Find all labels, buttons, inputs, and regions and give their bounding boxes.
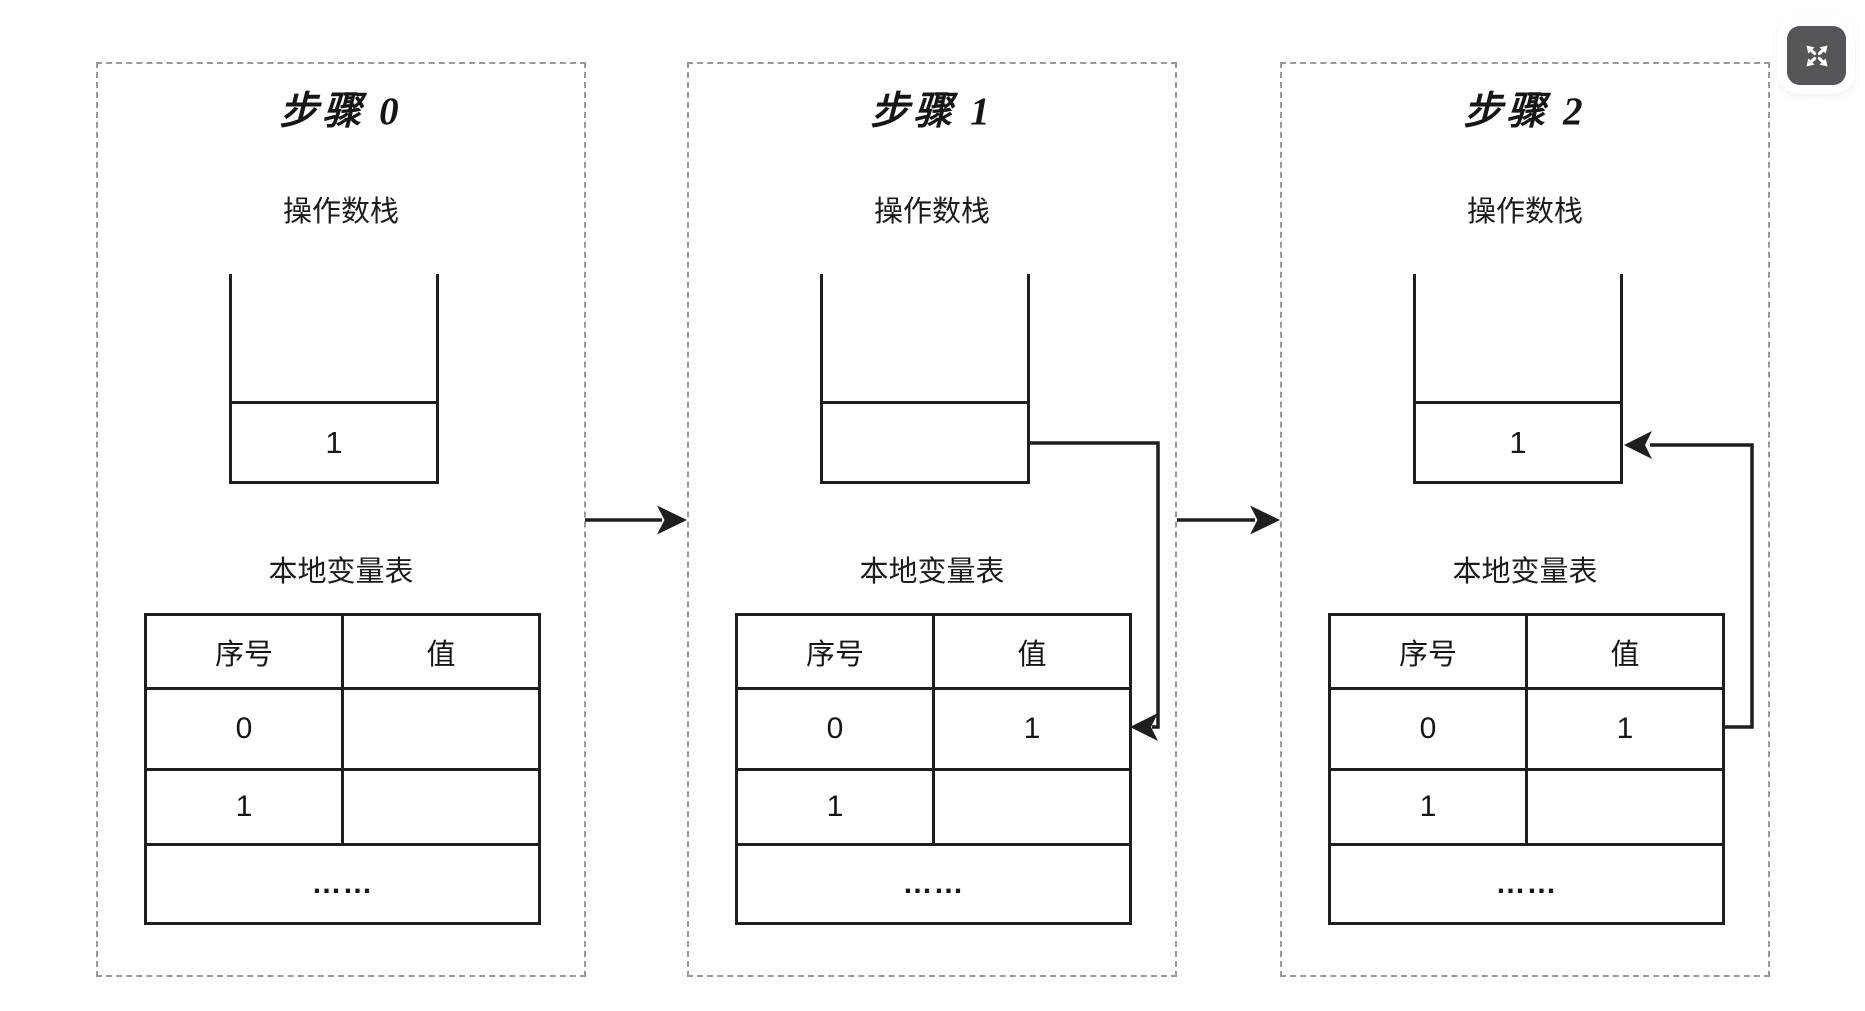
operand-stack: 1 <box>1413 274 1623 484</box>
stack-slot-value <box>823 404 1027 481</box>
cell-index-0: 0 <box>1419 712 1437 745</box>
table-row: 1 <box>1331 768 1722 843</box>
cell-index-1: 1 <box>826 790 844 823</box>
cell-index-0: 0 <box>235 712 253 745</box>
step-title: 步骤 0 <box>279 90 403 133</box>
header-index: 序号 <box>1398 638 1457 671</box>
table-row: 1 <box>147 768 538 843</box>
stack-slot-value: 1 <box>325 424 343 460</box>
expand-icon <box>1805 44 1828 67</box>
local-variable-table: 序号 值 0 1 …… <box>144 613 541 925</box>
cell-value-1 <box>341 771 538 843</box>
cell-value-0: 1 <box>932 690 1129 768</box>
stack-slot-divider <box>823 401 1027 404</box>
table-ellipsis-row: …… <box>738 843 1129 922</box>
cell-index-1: 1 <box>235 790 253 823</box>
operand-stack-label: 操作数栈 <box>282 196 399 228</box>
cell-index-1: 1 <box>1419 790 1437 823</box>
header-value: 值 <box>341 616 538 687</box>
stack-slot-divider <box>232 401 436 404</box>
header-value: 值 <box>932 616 1129 687</box>
table-row: 1 <box>738 768 1129 843</box>
arrow-step1-to-step2 <box>1177 505 1280 535</box>
fullscreen-button[interactable] <box>1787 26 1846 85</box>
local-variable-table-label: 本地变量表 <box>1452 556 1598 588</box>
step-title: 步骤 2 <box>1463 90 1587 133</box>
panel-step-1: 步骤 1 操作数栈 本地变量表 序号 值 0 1 1 …… <box>687 62 1177 977</box>
stack-slot-divider <box>1416 401 1620 404</box>
table-ellipsis-row: …… <box>147 843 538 922</box>
table-ellipsis-row: …… <box>1331 843 1722 922</box>
operand-stack <box>820 274 1030 484</box>
arrow-step0-to-step1 <box>585 505 687 535</box>
header-index: 序号 <box>214 638 273 671</box>
cell-value-1 <box>1525 771 1722 843</box>
table-row: 0 1 <box>1331 687 1722 768</box>
ellipsis-cell: …… <box>1495 867 1558 900</box>
panel-step-0: 步骤 0 操作数栈 1 本地变量表 序号 值 0 1 …… <box>96 62 586 977</box>
table-row: 0 1 <box>738 687 1129 768</box>
header-value: 值 <box>1525 616 1722 687</box>
table-header-row: 序号 值 <box>147 616 538 687</box>
local-variable-table-label: 本地变量表 <box>859 556 1005 588</box>
header-index: 序号 <box>805 638 864 671</box>
panel-step-2: 步骤 2 操作数栈 1 本地变量表 序号 值 0 1 1 …… <box>1280 62 1770 977</box>
operand-stack: 1 <box>229 274 439 484</box>
ellipsis-cell: …… <box>311 867 374 900</box>
table-header-row: 序号 值 <box>738 616 1129 687</box>
cell-value-0 <box>341 690 538 768</box>
local-variable-table-label: 本地变量表 <box>268 556 414 588</box>
ellipsis-cell: …… <box>902 867 965 900</box>
cell-index-0: 0 <box>826 712 844 745</box>
step-title: 步骤 1 <box>870 90 994 133</box>
stack-slot-value: 1 <box>1509 424 1527 460</box>
operand-stack-label: 操作数栈 <box>1466 196 1583 228</box>
table-row: 0 <box>147 687 538 768</box>
cell-value-0: 1 <box>1525 690 1722 768</box>
local-variable-table: 序号 值 0 1 1 …… <box>1328 613 1725 925</box>
cell-value-1 <box>932 771 1129 843</box>
local-variable-table: 序号 值 0 1 1 …… <box>735 613 1132 925</box>
table-header-row: 序号 值 <box>1331 616 1722 687</box>
operand-stack-label: 操作数栈 <box>873 196 990 228</box>
